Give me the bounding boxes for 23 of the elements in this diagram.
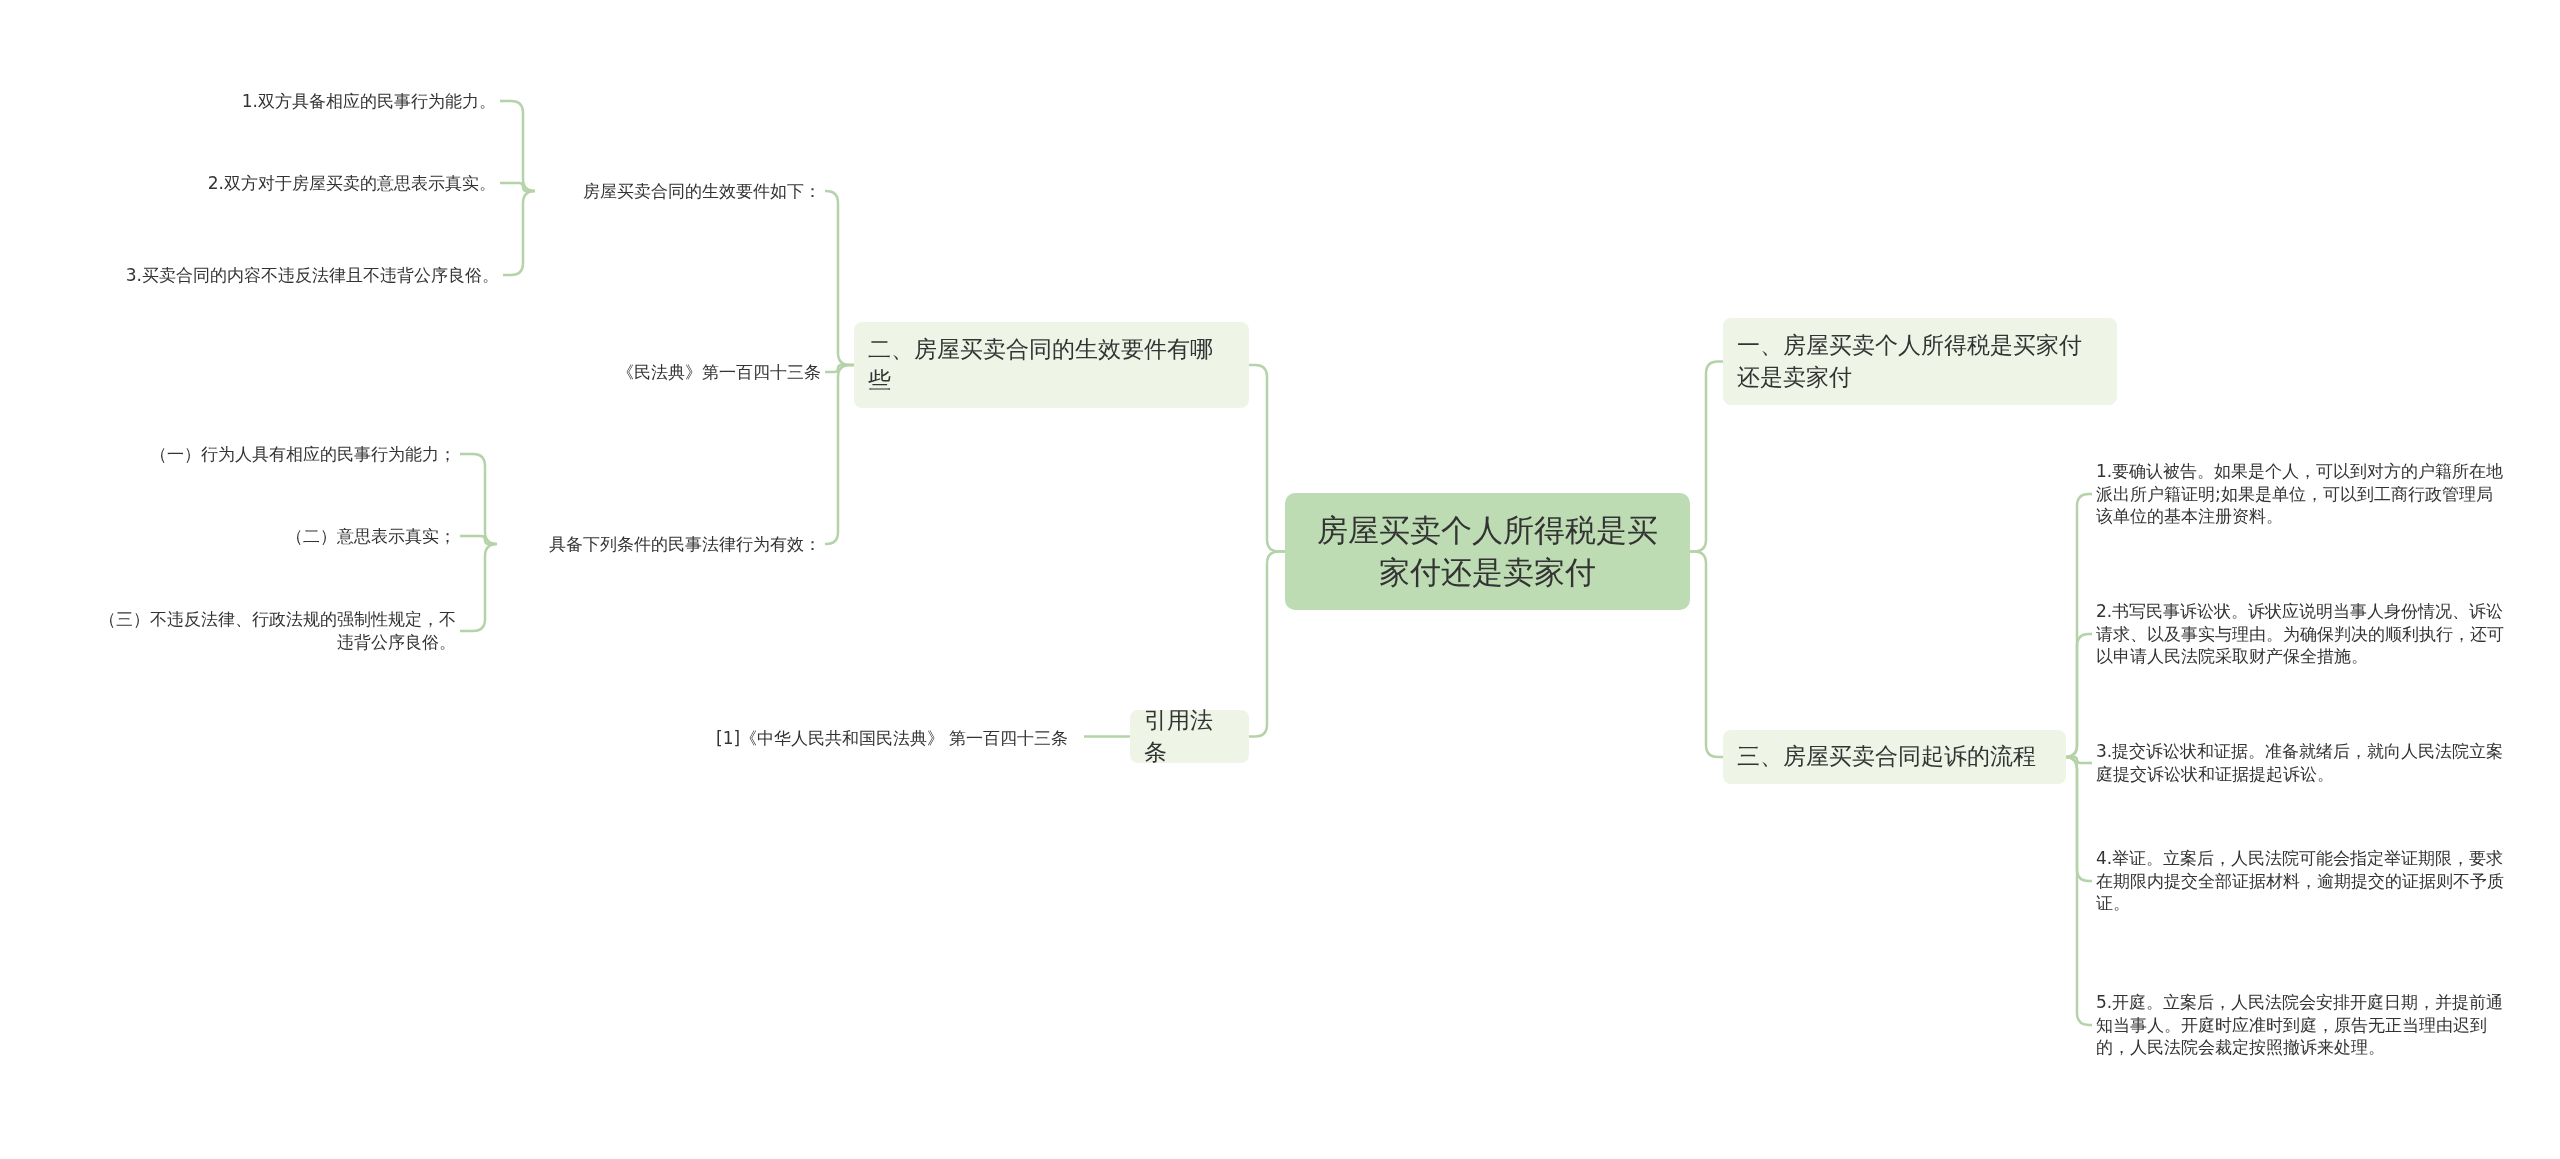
subtopic-text: 房屋买卖合同的生效要件如下：: [535, 176, 825, 206]
subtopic-text: 2.书写民事诉讼状。诉状应说明当事人身份情况、诉讼请求、以及事实与理由。为确保判决的顺利执行，还可以申请人民法院采取财产保全措施。: [2092, 582, 2512, 686]
subtopic-text: （一）行为人具有相应的民事行为能力；: [120, 439, 460, 469]
connector-line: [824, 363, 854, 546]
subtopic-text: 具备下列条件的民事法律行为有效：: [495, 529, 825, 559]
subtopic-text: [1]《中华人民共和国民法典》 第一百四十三条: [712, 713, 1084, 763]
central-topic-box: 房屋买卖个人所得税是买家付还是卖家付: [1285, 493, 1690, 610]
topic-box: 二、房屋买卖合同的生效要件有哪些: [854, 322, 1249, 408]
subtopic-text: 2.双方对于房屋买卖的意思表示真实。: [160, 168, 500, 198]
connector-line: [1084, 735, 1130, 738]
subtopic-text: （二）意思表示真实；: [250, 521, 460, 551]
topic-box: 引用法条: [1130, 710, 1249, 763]
subtopic-text: 4.举证。立案后，人民法院可能会指定举证期限，要求在期限内提交全部证据材料，逾期提交的证据则不予质证。: [2092, 841, 2512, 921]
subtopic-text: 1.双方具备相应的民事行为能力。: [200, 86, 500, 116]
subtopic-text: （三）不违反法律、行政法规的强制性规定，不违背公序良俗。: [80, 605, 460, 657]
subtopic-text: 《民法典》第一百四十三条: [560, 357, 825, 387]
subtopic-text: 3.提交诉讼状和证据。准备就绪后，就向人民法院立案庭提交诉讼状和证据提起诉讼。: [2092, 735, 2512, 791]
subtopic-text: 1.要确认被告。如果是个人，可以到对方的户籍所在地派出所户籍证明;如果是单位，可以到工商行政管理局该单位的基本注册资料。: [2092, 455, 2512, 533]
topic-box: 一、房屋买卖个人所得税是买家付还是卖家付: [1723, 318, 2117, 405]
connector-line: [460, 534, 495, 546]
subtopic-text: 3.买卖合同的内容不违反法律且不违背公序良俗。: [118, 250, 503, 300]
subtopic-text: 5.开庭。立案后，人民法院会安排开庭日期，并提前通知当事人。开庭时应准时到庭，原告无正当理由迟到的，人民法院会裁定按照撤诉来处理。: [2092, 974, 2512, 1076]
topic-box: 三、房屋买卖合同起诉的流程: [1723, 730, 2066, 784]
